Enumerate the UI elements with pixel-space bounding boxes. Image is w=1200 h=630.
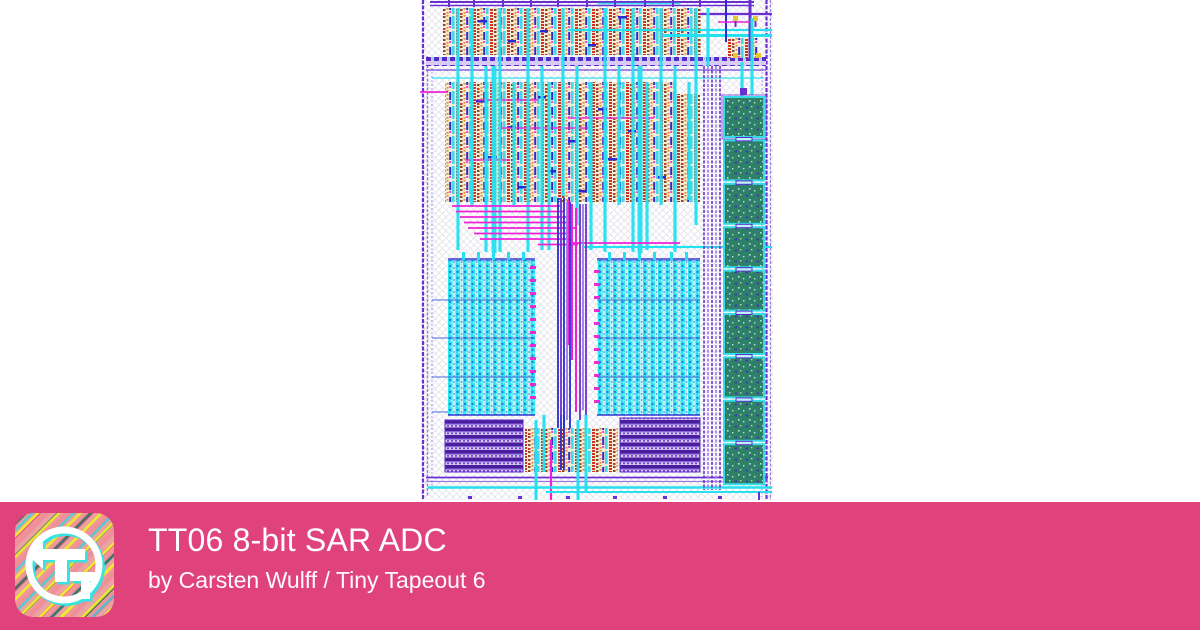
fill-pad xyxy=(723,223,765,269)
right-purple-bus xyxy=(703,66,721,490)
banner-text-block: TT06 8-bit SAR ADC by Carsten Wulff / Ti… xyxy=(148,522,486,594)
metal-fill-pad-column xyxy=(721,88,767,486)
fill-pad xyxy=(721,94,767,140)
fill-pad xyxy=(723,397,765,442)
project-banner: TT06 8-bit SAR ADC by Carsten Wulff / Ti… xyxy=(0,502,1200,630)
fill-pad xyxy=(723,440,765,486)
macro-boundary xyxy=(421,0,772,500)
cap-array-left xyxy=(448,258,535,416)
fill-pad xyxy=(723,310,765,355)
top-power-bus xyxy=(430,0,754,7)
project-title: TT06 8-bit SAR ADC xyxy=(148,522,447,558)
center-bus-bundle xyxy=(557,198,587,432)
sar-adc-die-layout xyxy=(420,0,773,500)
cap-array-section-lines xyxy=(432,299,700,413)
fill-pad xyxy=(723,137,765,182)
fill-pad xyxy=(723,180,765,225)
cap-array-top-stubs xyxy=(462,252,688,260)
chip-layout-image xyxy=(418,0,775,502)
transistor-block-left xyxy=(444,419,524,473)
bottom-rails xyxy=(428,486,772,500)
cap-array-right xyxy=(597,258,700,416)
top-right-routing xyxy=(568,0,772,60)
tiny-tapeout-logo xyxy=(15,513,114,617)
tiny-tapeout-logo-mark xyxy=(25,526,105,606)
project-byline: by Carsten Wulff / Tiny Tapeout 6 xyxy=(148,566,486,593)
fill-pad xyxy=(723,354,765,399)
fill-pad xyxy=(723,267,765,312)
transistor-block-right xyxy=(619,417,701,473)
cap-inner-edge-tabs xyxy=(530,266,600,403)
top-standard-cell-row xyxy=(443,8,701,55)
